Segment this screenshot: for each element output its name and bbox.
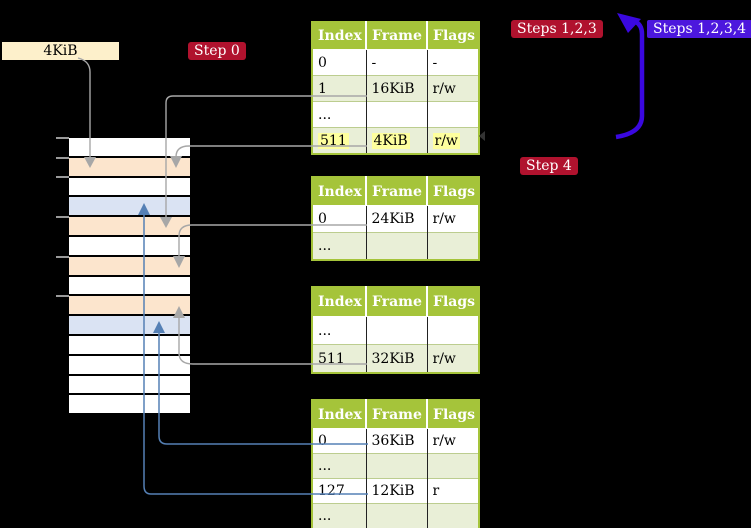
cell-flags: r/w xyxy=(427,344,479,373)
col-header-frame: Frame xyxy=(366,400,428,429)
highlight: 4KiB xyxy=(371,132,410,149)
page-table-level4: Index Frame Flags 0 - - 1 16KiB r/w ... … xyxy=(311,21,480,155)
col-header-flags: Flags xyxy=(427,400,479,429)
cell-index: ... xyxy=(312,232,367,260)
cell-frame: - xyxy=(366,49,428,76)
col-header-flags: Flags xyxy=(427,287,479,317)
step4-badge: Step 4 xyxy=(520,157,578,175)
table-row-ellipsis: ... xyxy=(312,232,479,260)
table-row: 511 32KiB r/w xyxy=(312,344,479,373)
col-header-flags: Flags xyxy=(427,177,479,206)
memory-frame-row-white xyxy=(69,395,190,414)
cell-index: 511 xyxy=(312,127,367,154)
col-header-index: Index xyxy=(312,287,367,317)
col-header-frame: Frame xyxy=(366,177,428,206)
table-row-highlighted: 511 4KiB r/w xyxy=(312,127,479,154)
cell-frame: 16KiB xyxy=(366,75,428,102)
cell-index: ... xyxy=(312,101,367,128)
page-table-level1: Index Frame Flags 0 36KiB r/w ... 127 12… xyxy=(311,399,480,528)
cell-index: 1 xyxy=(312,75,367,102)
arrow-steps1234 xyxy=(615,18,645,140)
memory-frame-row-blue xyxy=(69,316,190,334)
memory-frame-row-white xyxy=(69,177,190,196)
cell-index: ... xyxy=(312,453,367,479)
step0-badge: Step 0 xyxy=(188,42,246,60)
cell-index: ... xyxy=(312,503,367,528)
page-table-level2: Index Frame Flags ... 511 32KiB r/w xyxy=(311,286,480,374)
col-header-frame: Frame xyxy=(366,22,428,50)
cell-frame: 4KiB xyxy=(366,127,428,154)
memory-frame-row-peach xyxy=(69,256,190,275)
cell-index: 127 xyxy=(312,478,367,504)
cell-index: 0 xyxy=(312,49,367,76)
memory-tick xyxy=(56,256,69,258)
steps1234-badge: Steps 1,2,3,4 xyxy=(647,20,751,38)
highlight: 511 xyxy=(318,132,349,149)
memory-frame-row-white xyxy=(69,276,190,295)
cell-frame: 24KiB xyxy=(366,205,428,233)
table-row: 0 36KiB r/w xyxy=(312,428,479,454)
physical-memory-column xyxy=(69,138,190,416)
memory-frame-row-white xyxy=(69,236,190,255)
col-header-index: Index xyxy=(312,177,367,206)
cell-flags: - xyxy=(427,49,479,76)
cell-flags: r/w xyxy=(427,428,479,454)
table-row: 0 24KiB r/w xyxy=(312,205,479,233)
memory-frame-row-peach xyxy=(69,217,190,235)
table-row-ellipsis: ... xyxy=(312,453,479,479)
memory-frame-row-peach xyxy=(69,157,190,176)
cell-frame: 12KiB xyxy=(366,478,428,504)
cell-flags: r xyxy=(427,478,479,504)
memory-frame-row-white xyxy=(69,355,190,374)
table-row: 0 - - xyxy=(312,49,479,76)
arrowhead-upleft-icon xyxy=(617,13,641,33)
cell-flags xyxy=(427,101,479,128)
col-header-frame: Frame xyxy=(366,287,428,317)
col-header-flags: Flags xyxy=(427,22,479,50)
memory-frame-row-white xyxy=(69,138,190,156)
memory-tick xyxy=(56,295,69,297)
table-header-row: Index Frame Flags xyxy=(312,400,479,429)
cell-frame: 36KiB xyxy=(366,428,428,454)
steps123-badge: Steps 1,2,3 xyxy=(511,20,603,38)
table-header-row: Index Frame Flags xyxy=(312,287,479,317)
cell-flags xyxy=(427,503,479,528)
memory-frame-row-white xyxy=(69,335,190,354)
cell-frame xyxy=(366,232,428,260)
page-table-level3: Index Frame Flags 0 24KiB r/w ... xyxy=(311,176,480,261)
memory-tick xyxy=(56,216,69,218)
cell-flags: r/w xyxy=(427,205,479,233)
cell-frame: 32KiB xyxy=(366,344,428,373)
cell-frame xyxy=(366,503,428,528)
highlight: r/w xyxy=(432,132,460,149)
cell-index: 511 xyxy=(312,344,367,373)
frame-size-box: 4KiB xyxy=(2,42,119,60)
table-row: 127 12KiB r xyxy=(312,478,479,504)
cell-index: 0 xyxy=(312,428,367,454)
cell-flags xyxy=(427,453,479,479)
cell-flags xyxy=(427,232,479,260)
table-header-row: Index Frame Flags xyxy=(312,22,479,50)
memory-tick xyxy=(56,157,69,159)
col-header-index: Index xyxy=(312,22,367,50)
cell-flags xyxy=(427,316,479,345)
memory-tick xyxy=(56,137,69,139)
cell-index: ... xyxy=(312,316,367,345)
table-row-ellipsis: ... xyxy=(312,503,479,528)
memory-frame-row-peach xyxy=(69,296,190,315)
table-header-row: Index Frame Flags xyxy=(312,177,479,206)
table-row-ellipsis: ... xyxy=(312,316,479,345)
memory-frame-row-white xyxy=(69,375,190,394)
cell-frame xyxy=(366,316,428,345)
table-row-ellipsis: ... xyxy=(312,101,479,128)
cell-flags: r/w xyxy=(427,127,479,154)
table-row: 1 16KiB r/w xyxy=(312,75,479,102)
cell-index: 0 xyxy=(312,205,367,233)
cell-frame xyxy=(366,453,428,479)
memory-frame-row-blue xyxy=(69,197,190,216)
memory-tick xyxy=(56,176,69,178)
col-header-index: Index xyxy=(312,400,367,429)
cell-flags: r/w xyxy=(427,75,479,102)
cell-frame xyxy=(366,101,428,128)
